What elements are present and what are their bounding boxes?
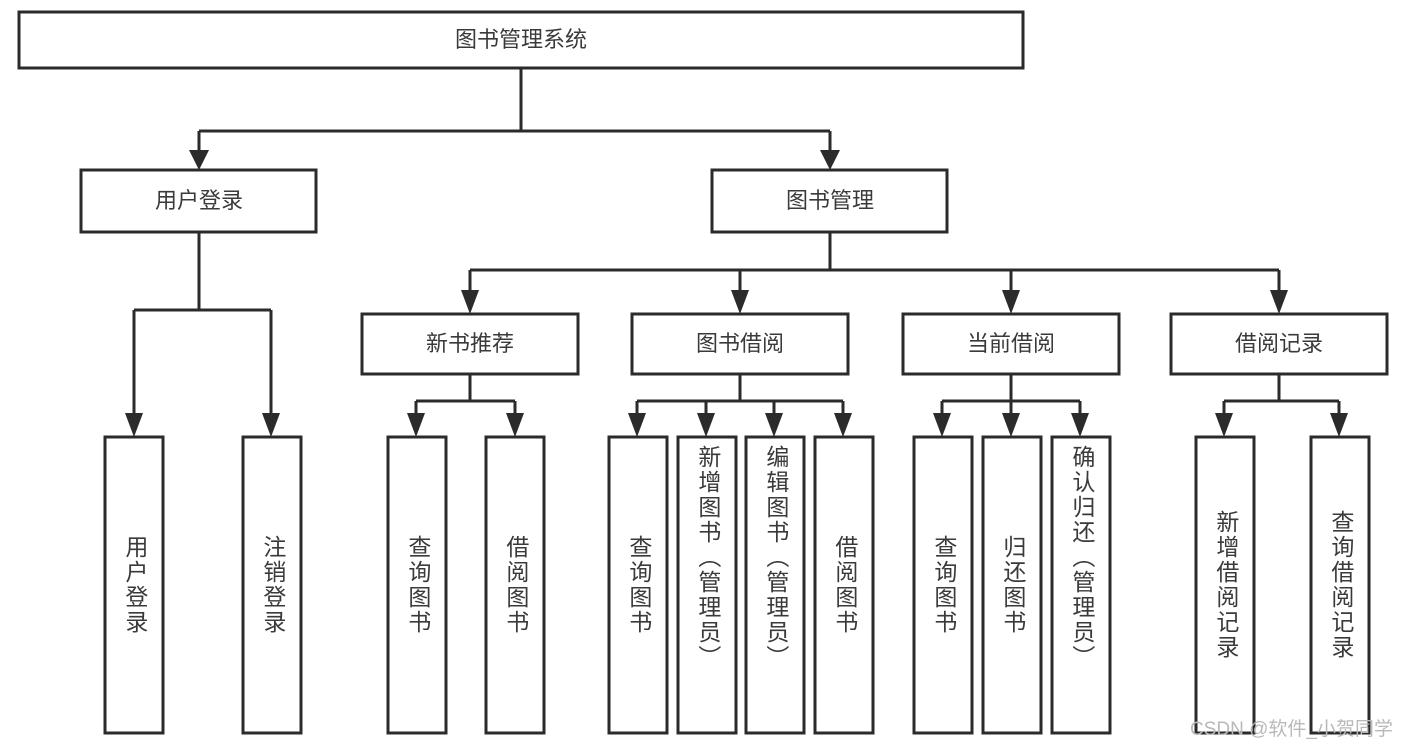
node-leaf-add-record-box[interactable] (1194, 435, 1256, 735)
arrow-head-bb-3 (765, 413, 783, 437)
csdn-watermark: CSDN @软件_小贺同学 (1190, 719, 1393, 740)
connector-borrow-record-to-leaves (1215, 374, 1348, 437)
node-leaf-edit-book-box[interactable] (744, 435, 806, 735)
node-borrow-record[interactable]: 借阅记录 (1169, 312, 1389, 376)
arrow-head-bb-2 (697, 413, 715, 437)
node-current-borrow[interactable]: 当前借阅 (901, 312, 1121, 376)
arrow-head-book-borrow (731, 290, 749, 314)
node-new-book-recommend-label: 新书推荐 (426, 331, 514, 356)
arrow-head-book-management (820, 150, 840, 170)
node-leaf-add-book-box[interactable] (676, 435, 738, 735)
connector-current-borrow-to-leaves (933, 374, 1089, 437)
arrow-head-bb-4 (834, 413, 852, 437)
arrow-head-cb-2 (1002, 413, 1020, 437)
node-book-borrow-box[interactable] (630, 312, 850, 376)
node-book-management-label: 图书管理 (786, 188, 874, 213)
arrow-head-new-book (461, 290, 479, 314)
arrow-head-nb-2 (506, 413, 524, 437)
node-user-login-box[interactable] (79, 168, 318, 234)
node-new-book-recommend-box[interactable] (360, 312, 580, 376)
node-leaf-confirm-return-box[interactable] (1050, 435, 1112, 735)
node-leaf-query-book-1-box[interactable] (386, 435, 448, 735)
connector-book-management-to-level3 (461, 232, 1288, 314)
node-leaf-query-book-2-box[interactable] (607, 435, 669, 735)
arrow-head-nb-1 (407, 413, 425, 437)
node-book-borrow-label: 图书借阅 (696, 331, 784, 356)
node-leaf-return-book-box[interactable] (981, 435, 1043, 735)
node-book-management-box[interactable] (710, 168, 949, 234)
node-new-book-recommend[interactable]: 新书推荐 (360, 312, 580, 376)
arrow-head-br-2 (1330, 413, 1348, 437)
arrow-head-user-login (189, 150, 209, 170)
arrow-head-br-1 (1215, 413, 1233, 437)
arrow-head-cb-3 (1071, 413, 1089, 437)
node-leaf-borrow-book-2-box[interactable] (813, 435, 875, 735)
arrow-head-leaf-logout (262, 413, 280, 437)
node-user-login[interactable]: 用户登录 (79, 168, 318, 234)
node-leaf-query-book-3-box[interactable] (912, 435, 974, 735)
connector-new-book-to-leaves (407, 374, 524, 437)
arrow-head-current-borrow (1002, 290, 1020, 314)
node-root-system[interactable]: 图书管理系统 (17, 10, 1025, 70)
node-root-system-box[interactable] (17, 10, 1025, 70)
node-current-borrow-box[interactable] (901, 312, 1121, 376)
node-leaf-logout-login-box[interactable] (241, 435, 303, 735)
connector-book-borrow-to-leaves (628, 374, 852, 437)
node-borrow-record-box[interactable] (1169, 312, 1389, 376)
arrow-head-bb-1 (628, 413, 646, 437)
connector-user-login-to-leaves (125, 232, 280, 437)
node-current-borrow-label: 当前借阅 (967, 331, 1055, 356)
node-leaf-borrow-book-1-box[interactable] (484, 435, 546, 735)
arrow-head-cb-1 (933, 413, 951, 437)
connector-root-to-level2 (189, 68, 840, 170)
arrow-head-borrow-record (1270, 290, 1288, 314)
node-book-borrow[interactable]: 图书借阅 (630, 312, 850, 376)
arrow-head-leaf-user-login (125, 413, 143, 437)
node-leaf-user-login-box[interactable] (103, 435, 165, 735)
node-user-login-label: 用户登录 (155, 188, 243, 213)
node-leaf-query-record-box[interactable] (1309, 435, 1371, 735)
node-borrow-record-label: 借阅记录 (1235, 331, 1323, 356)
node-book-management[interactable]: 图书管理 (710, 168, 949, 234)
node-root-system-label: 图书管理系统 (455, 27, 587, 52)
